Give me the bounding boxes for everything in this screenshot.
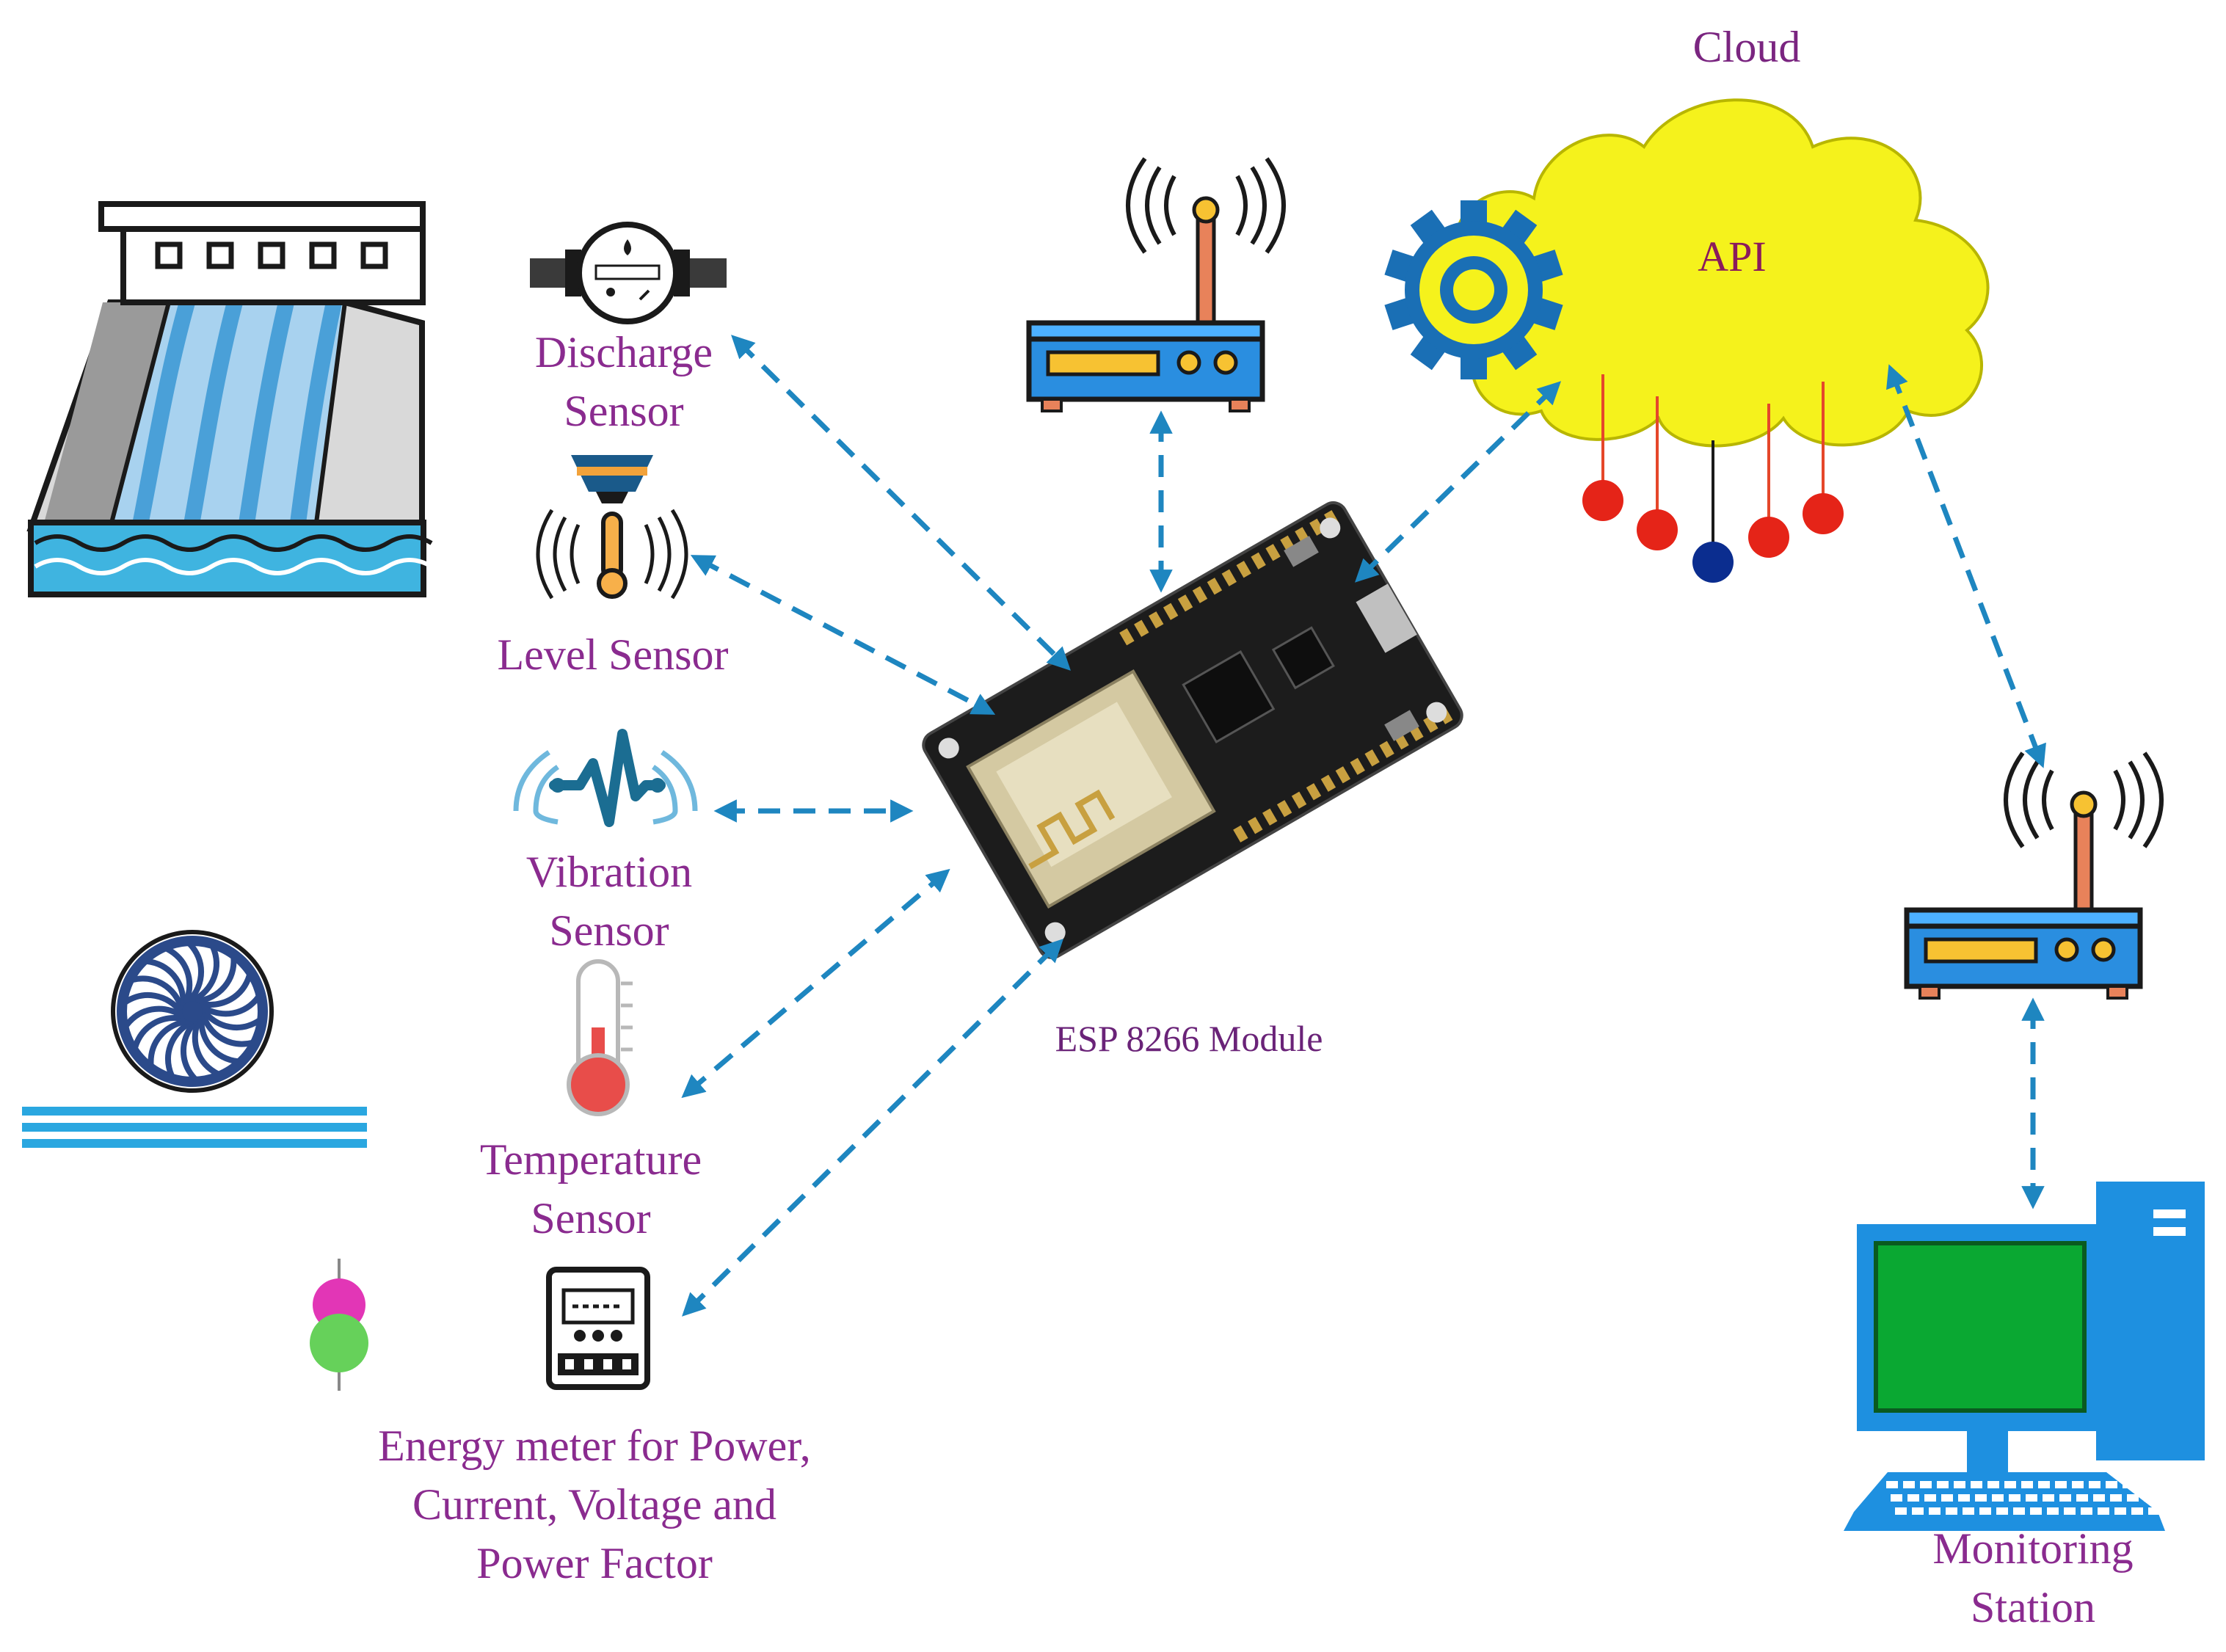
wifi-router-icon [1026,157,1286,412]
arrow-energy-esp [682,939,1063,1317]
monitoring-station-label: Monitoring Station [1932,1524,2134,1631]
cloud-sensor-drops [1582,374,1844,583]
thermometer-icon [567,959,633,1116]
esp8266-board-icon [922,501,1463,959]
arrow-level-esp [690,555,996,715]
api-label: API [1698,233,1767,280]
connection-arrows [681,335,2046,1317]
arrow-esp-cloud [1354,381,1562,583]
temperature-sensor-label: Temperature Sensor [479,1135,702,1242]
hydro-dam-icon [26,201,433,597]
arrow-discharge-esp [731,335,1071,671]
energy-meter-label: Energy meter for Power, Current, Voltage… [378,1422,811,1587]
cloud-label: Cloud [1692,23,1801,71]
vibration-icon [513,729,698,827]
water-turbine-icon [22,930,367,1148]
vibration-sensor-label: Vibration Sensor [525,848,693,955]
arrow-cloud-router2 [1886,364,2046,768]
level-sensor-icon [536,455,688,600]
wifi-router-icon [1904,752,2164,1000]
esp-module-label: ESP 8266 Module [1055,1018,1323,1059]
gear-icon [1384,200,1563,379]
discharge-sensor-label: Discharge Sensor [534,328,713,435]
level-sensor-label: Level Sensor [497,630,729,679]
indicator-lights-icon [310,1259,368,1391]
water-meter-icon [530,222,727,324]
desktop-computer-icon [1844,1182,2205,1531]
energy-meter-icon [546,1267,650,1390]
